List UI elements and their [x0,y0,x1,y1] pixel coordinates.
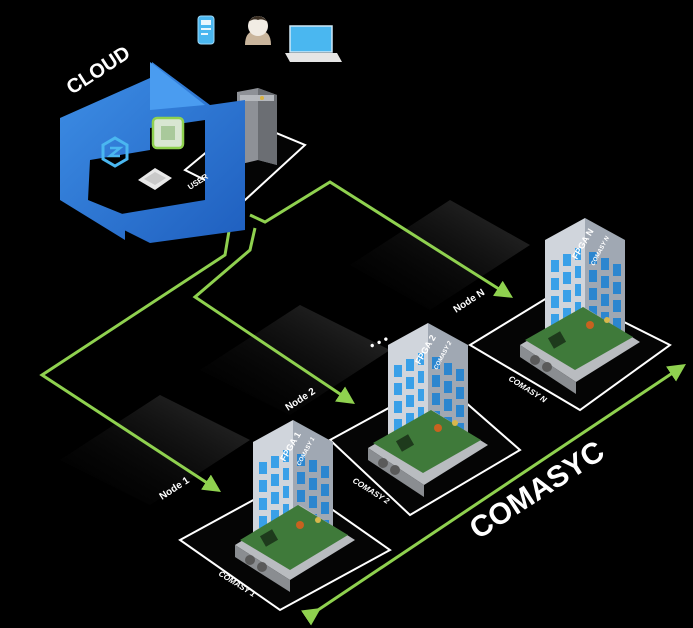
links [39,180,514,492]
cpu-icon [138,168,172,190]
fpga-building-1 [253,420,333,542]
phone-icon [197,15,215,45]
fpga-building-n [545,218,625,340]
sync-logo-icon [101,136,129,168]
laptop-icon [285,25,342,62]
link-node-1 [39,224,232,492]
fpga-board-1 [235,505,355,592]
user-avatar-icon [245,16,271,45]
chip-icon [151,116,185,150]
server-rack-icon [237,88,277,165]
fpga-board-2 [368,410,488,497]
cloud-sync-arrow [60,62,245,243]
link-node-n [249,180,514,298]
fpga-board-n [520,307,640,394]
link-node-2 [192,227,355,405]
